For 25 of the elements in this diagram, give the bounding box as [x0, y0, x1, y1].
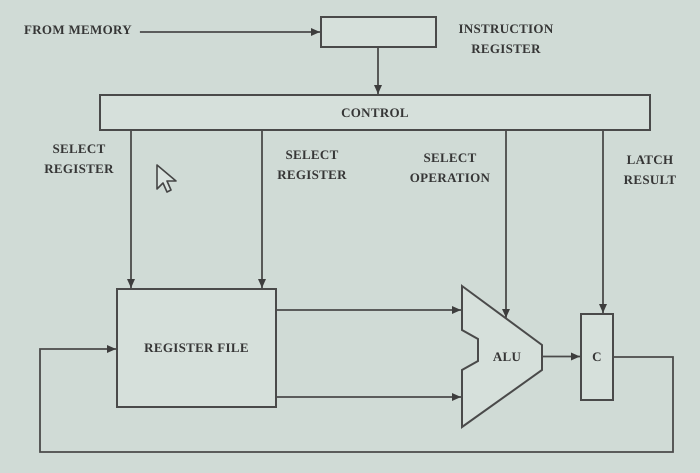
- arrow: [127, 131, 135, 288]
- arrow: [140, 28, 320, 36]
- box-label: C: [592, 348, 602, 366]
- arrow: [502, 131, 510, 318]
- arrow: [277, 393, 461, 401]
- feedback-arrow: [39, 345, 674, 453]
- alu-label: ALU: [492, 348, 522, 366]
- alu-trapezoid: [461, 285, 543, 428]
- register-box: [580, 313, 614, 401]
- edge-label: SELECT REGISTER: [43, 140, 115, 178]
- box-label: REGISTER FILE: [144, 339, 249, 358]
- arrow: [258, 131, 266, 288]
- box-caption: INSTRUCTION REGISTER: [457, 20, 555, 58]
- arrow: [374, 48, 382, 94]
- box-label: CONTROL: [341, 104, 409, 122]
- arrow: [599, 131, 607, 313]
- arrow: [543, 352, 580, 360]
- control-box: [99, 94, 651, 131]
- source-label: FROM MEMORY: [24, 21, 132, 39]
- arrow: [277, 306, 461, 314]
- edge-label: SELECT REGISTER: [276, 146, 348, 184]
- register-file-box: [116, 288, 277, 408]
- edge-label: SELECT OPERATION: [408, 149, 492, 187]
- register-box: [320, 16, 437, 48]
- edge-label: LATCH RESULT: [622, 151, 678, 189]
